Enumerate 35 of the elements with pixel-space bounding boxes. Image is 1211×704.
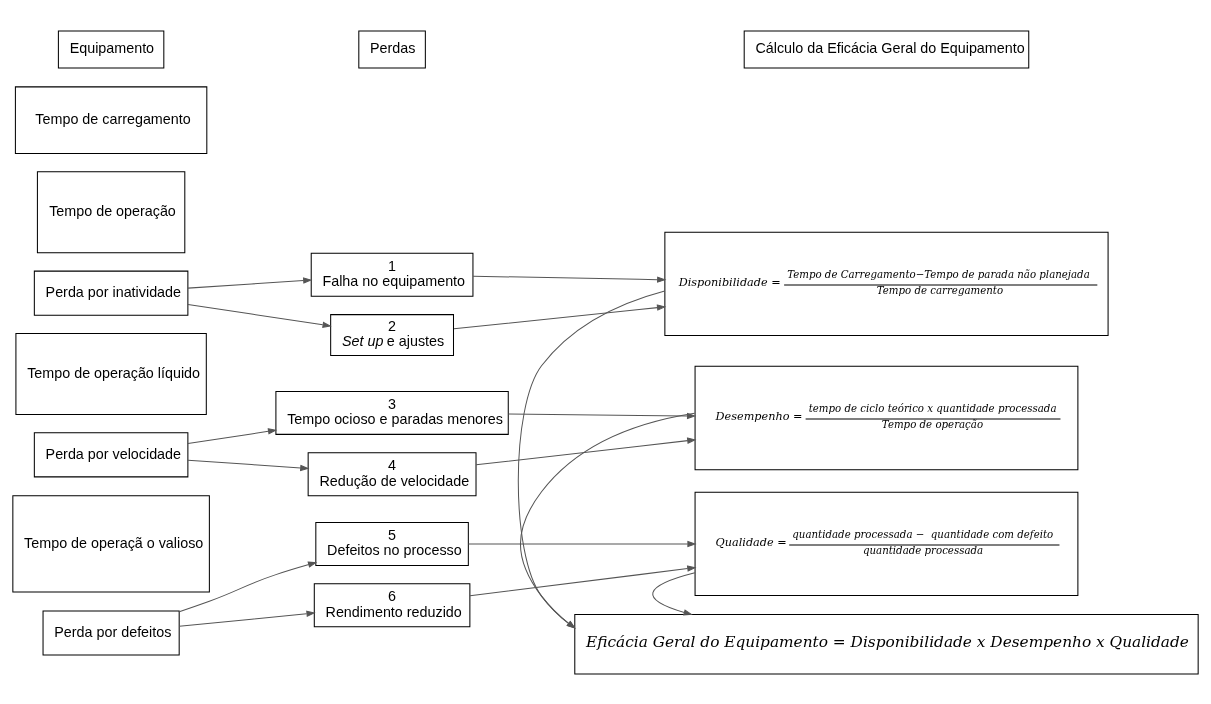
node-box: 4 Redução de velocidade <box>307 451 477 496</box>
node-box: Perdas <box>358 30 426 68</box>
node-box: 3 Tempo ocioso e paradas menores <box>275 390 509 435</box>
arrow <box>469 564 697 596</box>
arrow <box>187 276 313 289</box>
arrow <box>187 303 332 328</box>
node-box: Tempo de operação líquido <box>15 332 207 415</box>
node-box: 1 Falha no equipamento <box>310 252 474 297</box>
arrow <box>517 290 666 629</box>
arrow <box>467 540 697 547</box>
arrow <box>472 275 667 283</box>
node-box: Equipamento <box>57 30 165 68</box>
node-box: Tempo de operaçã o valioso <box>12 494 210 593</box>
arrow <box>519 412 696 629</box>
node-box: Cálculo da Eficácia Geral do Equipamento <box>743 30 1030 68</box>
arrow <box>508 412 697 419</box>
arrow <box>187 459 310 471</box>
arrow <box>178 610 316 627</box>
node-box: Perda por inatividade <box>33 270 189 316</box>
arrow <box>187 427 278 444</box>
arrow <box>475 436 697 465</box>
node-box: Tempo de operação <box>36 170 186 253</box>
arrow <box>652 571 696 615</box>
node-box: Perda por defeitos <box>42 609 180 655</box>
node-box: Disponibilidade = Tempo de Carregamento−Tempo de parada não planejada Tempo de carregamento <box>664 231 1109 336</box>
node-box: 6 Rendimento reduzido <box>313 582 471 627</box>
node-box: Eficácia Geral do Equipamento = Disponibilidade x Desempenho x Qualidade <box>574 613 1199 674</box>
arrow <box>178 561 318 612</box>
arrow <box>453 303 667 329</box>
node-box: Tempo de carregamento <box>14 85 208 154</box>
node-box: 5 Defeitos no processo <box>315 521 469 566</box>
node-box: 2 Set up e ajustes <box>330 313 454 356</box>
node-box: Qualidade = quantidade processada − quantidade com defeito quantidade processada <box>694 491 1079 596</box>
node-box: Desempenho = tempo de ciclo teórico x quantidade processada Tempo de operação <box>694 365 1079 470</box>
node-box: Perda por velocidade <box>33 431 189 477</box>
